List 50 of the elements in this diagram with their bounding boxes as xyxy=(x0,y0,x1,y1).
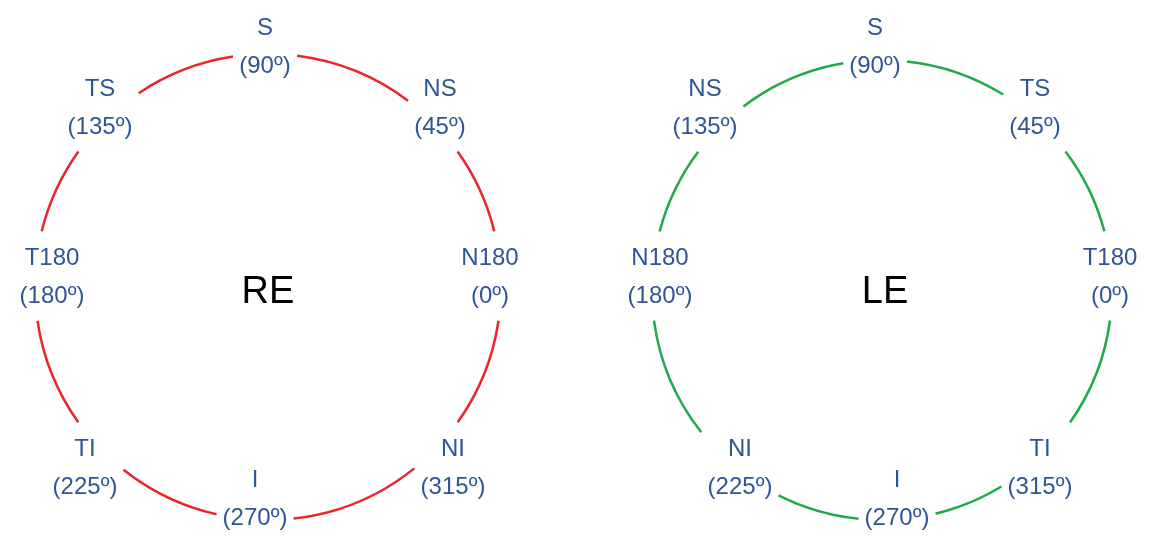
angle-label: (45º) xyxy=(1009,111,1061,141)
arc-line xyxy=(36,320,80,423)
direction-label: T180 xyxy=(24,241,80,272)
angle-label: (90º) xyxy=(849,50,901,80)
angle-label: (135º) xyxy=(672,111,738,141)
direction-label: TS xyxy=(1019,72,1051,103)
angle-label: (135º) xyxy=(67,111,133,141)
eye-label: RE xyxy=(241,268,295,312)
arc-line xyxy=(1064,150,1106,232)
direction-label: NS xyxy=(688,72,722,103)
direction-label: S xyxy=(257,11,273,42)
direction-label: NI xyxy=(441,432,465,463)
arc-line xyxy=(138,55,234,95)
direction-label: TI xyxy=(74,432,96,463)
direction-label: NI xyxy=(728,432,752,463)
arc-line xyxy=(742,62,844,108)
direction-label: S xyxy=(867,11,883,42)
arc-line xyxy=(40,150,80,232)
angle-label: (0º) xyxy=(470,280,510,310)
arc-line xyxy=(652,320,703,433)
arc-line xyxy=(456,150,496,232)
direction-label: N180 xyxy=(461,241,519,272)
angle-label: (270º) xyxy=(864,502,930,532)
angle-label: (225º) xyxy=(707,471,773,501)
arc-line xyxy=(658,151,700,232)
angle-label: (45º) xyxy=(414,111,466,141)
direction-label: I xyxy=(251,463,259,494)
direction-label: TI xyxy=(1029,432,1051,463)
arc-line xyxy=(906,60,1004,96)
angle-label: (270º) xyxy=(222,502,288,532)
angle-label: (90º) xyxy=(239,50,291,80)
arc-line xyxy=(296,54,409,102)
direction-label: NS xyxy=(423,72,457,103)
arc-line xyxy=(293,467,416,520)
direction-label: I xyxy=(893,463,901,494)
angle-label: (315º) xyxy=(420,471,486,501)
angle-label: (180º) xyxy=(627,280,693,310)
arc-line xyxy=(778,494,859,521)
direction-label: TS xyxy=(84,72,116,103)
angle-label: (225º) xyxy=(52,471,118,501)
arc-line xyxy=(122,468,217,516)
arc-line xyxy=(456,320,500,423)
arc-line xyxy=(935,485,1003,515)
arc-line xyxy=(1068,320,1112,424)
angle-label: (180º) xyxy=(19,280,85,310)
eye-label: LE xyxy=(861,268,909,312)
direction-label: T180 xyxy=(1082,241,1138,272)
angle-label: (0º) xyxy=(1090,280,1130,310)
angle-label: (315º) xyxy=(1007,471,1073,501)
direction-label: N180 xyxy=(631,241,689,272)
